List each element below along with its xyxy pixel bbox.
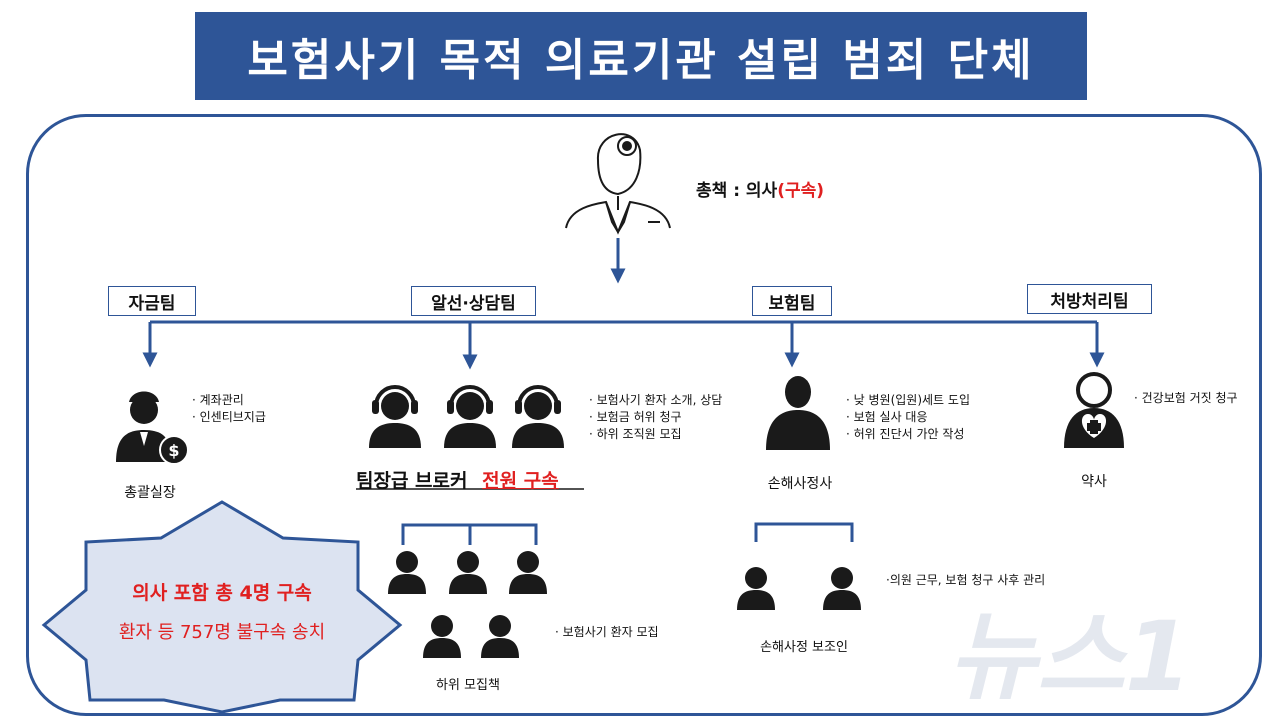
team-box-fund: 자금팀 bbox=[108, 286, 196, 316]
recruiter-person-icon bbox=[509, 551, 547, 594]
headset-broker-icon bbox=[510, 385, 566, 450]
title-banner: 보험사기 목적 의료기관 설립 범죄 단체 bbox=[195, 12, 1087, 100]
assistant-person-icon bbox=[823, 567, 861, 610]
insurance-caption: 손해사정사 bbox=[767, 476, 833, 492]
org-frame bbox=[26, 114, 1262, 716]
recruiter-caption: 하위 모집책 bbox=[436, 678, 500, 693]
leader-label: 총책 : 의사(구속) bbox=[696, 176, 824, 201]
broker-notes: · 보험사기 환자 소개, 상담 · 보험금 허위 청구 · 하위 조직원 모집 bbox=[589, 393, 723, 441]
assistant-bracket bbox=[754, 522, 854, 542]
broker-caption: 팀장급 브로커 전원 구속 bbox=[356, 470, 559, 492]
page-title: 보험사기 목적 의료기관 설립 범죄 단체 bbox=[247, 35, 1035, 86]
insurance-notes: · 낮 병원(입원)세트 도입 · 보험 실사 대응 · 허위 진단서 가안 작… bbox=[846, 393, 970, 441]
leader-status: (구속) bbox=[777, 181, 825, 201]
recruiter-person-icon bbox=[423, 615, 461, 658]
team-box-brokerage: 알선·상담팀 bbox=[411, 286, 536, 316]
recruiter-person-icon bbox=[388, 551, 426, 594]
manager-with-money-icon: $ bbox=[116, 391, 189, 465]
assistant-notes: ·의원 근무, 보험 청구 사후 관리 bbox=[886, 573, 1046, 587]
headset-broker-icon bbox=[442, 385, 498, 450]
assistant-person-icon bbox=[737, 567, 775, 610]
team-box-insurance: 보험팀 bbox=[752, 286, 832, 316]
burst-line2: 환자 등 757명 불구속 송치 bbox=[118, 622, 326, 643]
recruiter-notes: · 보험사기 환자 모집 bbox=[555, 625, 659, 639]
recruiter-bracket bbox=[401, 523, 538, 545]
team-box-prescription: 처방처리팀 bbox=[1027, 284, 1152, 314]
burst-line1: 의사 포함 총 4명 구속 bbox=[132, 582, 312, 604]
recruiter-person-icon bbox=[449, 551, 487, 594]
pharmacy-caption: 약사 bbox=[1081, 474, 1107, 490]
broker-status: 전원 구속 bbox=[482, 470, 559, 492]
headset-broker-icon bbox=[367, 385, 423, 450]
watermark-logo: 뉴스1 bbox=[948, 601, 1191, 713]
adjuster-icon bbox=[766, 376, 830, 450]
pharmacist-icon bbox=[1064, 372, 1124, 448]
fund-notes: · 계좌관리 · 인센티브지급 bbox=[192, 393, 266, 424]
doctor-icon bbox=[565, 133, 671, 235]
fund-caption: 총괄실장 bbox=[124, 485, 176, 501]
assistant-caption: 손해사정 보조인 bbox=[760, 640, 848, 655]
svg-text:$: $ bbox=[168, 441, 179, 460]
leader-role: 총책 : 의사 bbox=[696, 181, 778, 201]
pharmacy-notes: · 건강보험 거짓 청구 bbox=[1134, 391, 1238, 405]
recruiter-person-icon bbox=[481, 615, 519, 658]
arrest-burst bbox=[41, 500, 403, 714]
